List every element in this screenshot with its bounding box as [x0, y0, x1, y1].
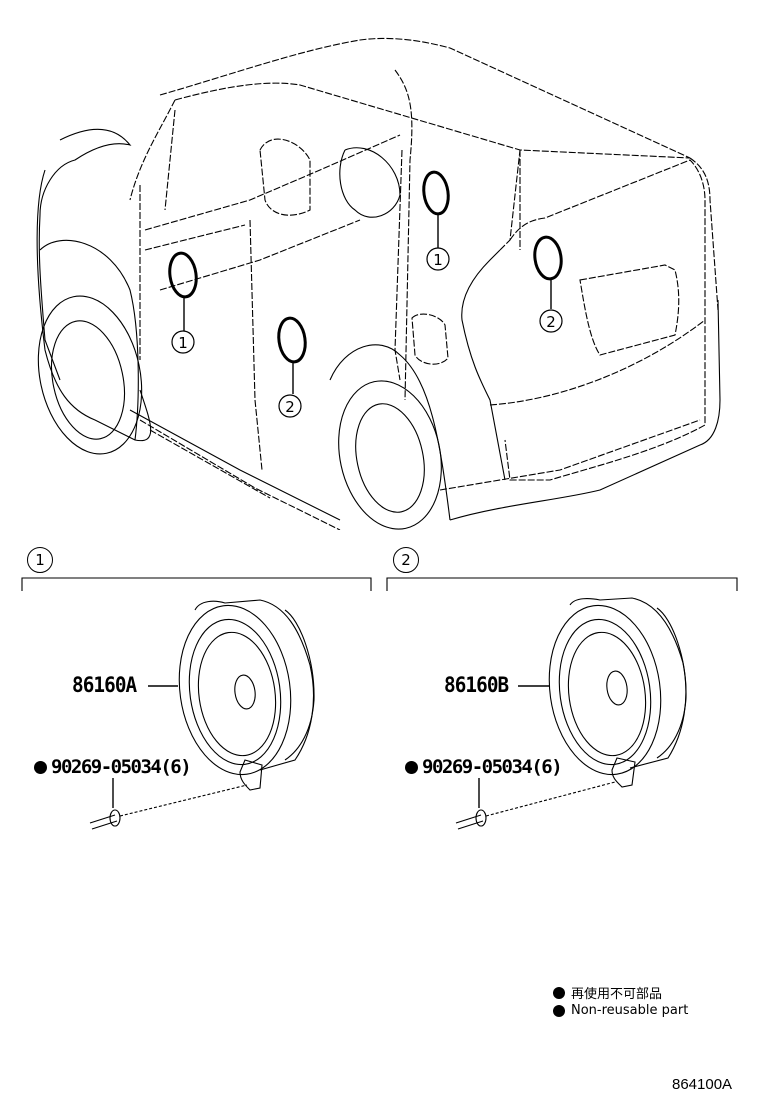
front-wheel-inner [51, 320, 125, 440]
rear-wheel-arch [329, 344, 451, 521]
front-bumper [36, 169, 152, 442]
section-label-1: 1 [27, 547, 53, 573]
side-sill-lower [139, 419, 341, 530]
rear-wheel-inner [355, 403, 425, 513]
callout-number: 1 [178, 334, 188, 352]
callout-front-left: 1 [171, 330, 195, 354]
non-reusable-dot-icon [34, 760, 47, 774]
speaker-ring-rear-left [277, 316, 307, 364]
seat [259, 138, 311, 216]
part-number-86160b[interactable]: 86160B [444, 673, 509, 697]
fuel-door [411, 313, 449, 365]
legend-text-japanese: 再使用不可部品 [571, 987, 663, 1002]
drawing-code: 864100A [672, 1076, 733, 1093]
hood [38, 128, 132, 381]
legend-japanese: 再使用不可部品 [553, 983, 662, 1002]
license-plate [579, 264, 680, 356]
dashboard [144, 134, 401, 291]
section-label-2: 2 [393, 547, 419, 573]
section-bracket-1 [21, 577, 372, 591]
roof-outline [159, 37, 691, 159]
legend-text-english: Non-reusable part [571, 1003, 689, 1018]
fastener-part-number: 90269-05034(6) [51, 756, 192, 778]
roof-right-edge [689, 157, 719, 311]
non-reusable-dot-icon [553, 986, 565, 999]
speaker-ring-front-left [168, 251, 198, 299]
section-label-number: 1 [35, 551, 45, 569]
side-sill-upper [129, 409, 341, 521]
door-split [249, 219, 263, 471]
callout-number: 2 [546, 313, 556, 331]
section-bracket-2 [386, 577, 738, 591]
steering-wheel [339, 147, 401, 218]
callout-front-right: 1 [426, 247, 450, 271]
speaker-ring-front-right [422, 170, 450, 216]
speaker-86160b-illustration [455, 597, 687, 830]
rear-wheel-outer [338, 380, 442, 530]
non-reusable-dot-icon [553, 1004, 565, 1017]
fastener-part-number: 90269-05034(6) [422, 756, 563, 778]
front-arch [39, 239, 139, 441]
rear-hatch-outline [461, 249, 506, 481]
callout-rear-right: 2 [539, 309, 563, 333]
front-door-edge [139, 185, 246, 360]
b-pillar [394, 69, 413, 401]
non-reusable-dot-icon [405, 760, 418, 774]
rear-hatch [504, 159, 706, 481]
rear-bumper [449, 299, 721, 521]
part-number-86160a[interactable]: 86160A [72, 673, 137, 697]
speaker-86160a-illustration [89, 599, 315, 830]
front-wheel-outer [37, 295, 143, 455]
a-pillar [129, 99, 176, 211]
rear-window-line [489, 319, 706, 406]
rear-top [499, 149, 521, 251]
roof-edge [174, 82, 691, 159]
speaker-ring-rear-right [533, 235, 563, 281]
callout-number: 2 [285, 398, 295, 416]
legend-english: Non-reusable part [553, 1003, 688, 1018]
vehicle-drawing: 1 2 1 2 [36, 37, 721, 530]
callout-rear-left: 2 [278, 394, 302, 418]
callout-number: 1 [433, 251, 443, 269]
rear-bumper-line [439, 419, 701, 491]
fastener-label-section-1[interactable]: 90269-05034(6) [34, 756, 192, 778]
section-label-number: 2 [401, 551, 411, 569]
rear-door-edge [394, 149, 403, 381]
fastener-label-section-2[interactable]: 90269-05034(6) [405, 756, 563, 778]
